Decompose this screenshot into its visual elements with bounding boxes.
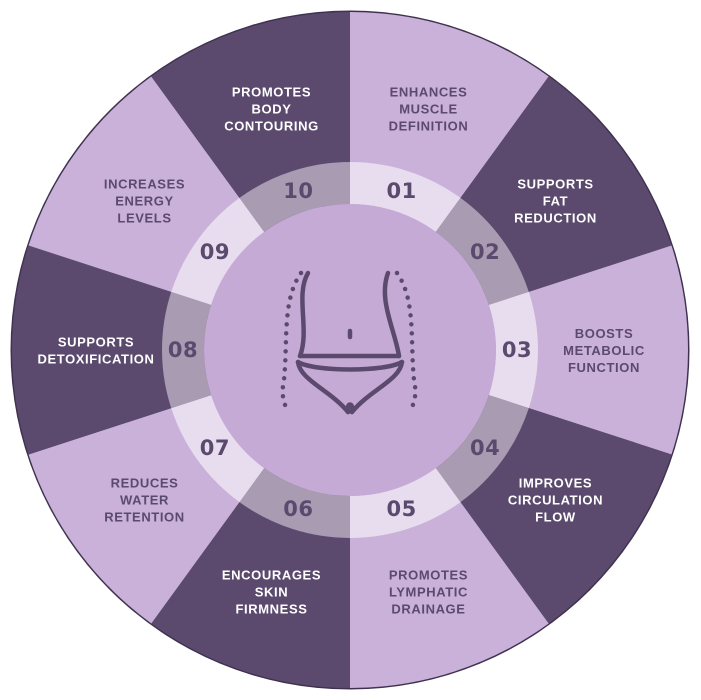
segment-label-line: RETENTION	[104, 509, 185, 524]
segment-number-02: 02	[470, 240, 500, 264]
ring-band-06	[239, 468, 350, 538]
ring-band-08	[162, 291, 212, 409]
segment-label-line: FUNCTION	[568, 360, 640, 375]
segment-label-line: ENCOURAGES	[222, 568, 321, 583]
segment-label-02: SUPPORTS FAT REDUCTION	[514, 177, 597, 226]
segment-label-line: SUPPORTS	[517, 177, 593, 192]
segment-label-line: WATER	[120, 492, 169, 507]
ring-band-07	[171, 395, 265, 503]
segment-number-01: 01	[386, 179, 416, 203]
segment-number-10: 10	[283, 179, 313, 203]
ring-band-01	[350, 162, 461, 232]
segment-label-line: SKIN	[255, 585, 288, 600]
segment-number-09: 09	[200, 240, 230, 264]
segment-label-06: ENCOURAGES SKIN FIRMNESS	[222, 568, 321, 617]
waist-body-contour-icon	[280, 270, 418, 415]
segment-label-05: PROMOTES LYMPHATIC DRAINAGE	[389, 568, 468, 617]
segment-number-04: 04	[470, 436, 500, 460]
segment-label-line: SUPPORTS	[58, 335, 134, 350]
number-ring: 01 02 03 04 05 06 07 08 09 10	[162, 162, 539, 538]
segment-label-line: REDUCTION	[514, 211, 597, 226]
ring-band-09	[171, 197, 265, 305]
segment-number-05: 05	[386, 497, 416, 521]
ring-band-02	[435, 197, 529, 305]
segment-label-line: FLOW	[535, 509, 576, 524]
segment-label-line: FAT	[543, 194, 568, 209]
segment-label-line: DEFINITION	[389, 118, 469, 133]
segment-number-07: 07	[200, 436, 230, 460]
segment-label-line: ENERGY	[115, 194, 174, 209]
ring-band-03	[488, 291, 539, 409]
ring-band-05	[350, 468, 461, 538]
segment-label-line: INCREASES	[104, 177, 185, 192]
ring-band-04	[435, 395, 529, 503]
segment-label-03: BOOSTS METABOLIC FUNCTION	[563, 326, 645, 375]
segment-label-line: PROMOTES	[232, 84, 311, 99]
segment-label-line: METABOLIC	[563, 343, 645, 358]
segment-label-line: PROMOTES	[389, 568, 468, 583]
segment-label-line: LYMPHATIC	[389, 585, 468, 600]
segment-label-09: INCREASES ENERGY LEVELS	[104, 177, 185, 226]
segment-label-04: IMPROVES CIRCULATION FLOW	[508, 475, 603, 524]
segment-label-line: ENHANCES	[390, 84, 468, 99]
segment-label-line: FIRMNESS	[236, 602, 308, 617]
segment-label-line: CONTOURING	[224, 118, 319, 133]
segment-label-line: BODY	[252, 101, 292, 116]
segment-label-line: DRAINAGE	[391, 602, 465, 617]
segment-number-03: 03	[502, 338, 532, 362]
segment-label-line: LEVELS	[117, 211, 171, 226]
ring-band-10	[239, 162, 350, 232]
segment-label-line: CIRCULATION	[508, 492, 603, 507]
segment-label-line: DETOXIFICATION	[38, 352, 155, 367]
segment-label-01: ENHANCES MUSCLE DEFINITION	[389, 84, 469, 133]
segment-number-08: 08	[168, 338, 198, 362]
segment-label-line: BOOSTS	[575, 326, 634, 341]
segment-label-08: SUPPORTS DETOXIFICATION	[38, 335, 155, 367]
center-disc	[204, 204, 496, 496]
segment-label-line: MUSCLE	[399, 101, 458, 116]
segment-label-07: REDUCES WATER RETENTION	[104, 475, 185, 524]
segment-label-10: PROMOTES BODY CONTOURING	[224, 84, 319, 133]
segment-label-line: REDUCES	[111, 475, 179, 490]
segment-label-line: IMPROVES	[519, 475, 592, 490]
segment-number-06: 06	[283, 497, 313, 521]
